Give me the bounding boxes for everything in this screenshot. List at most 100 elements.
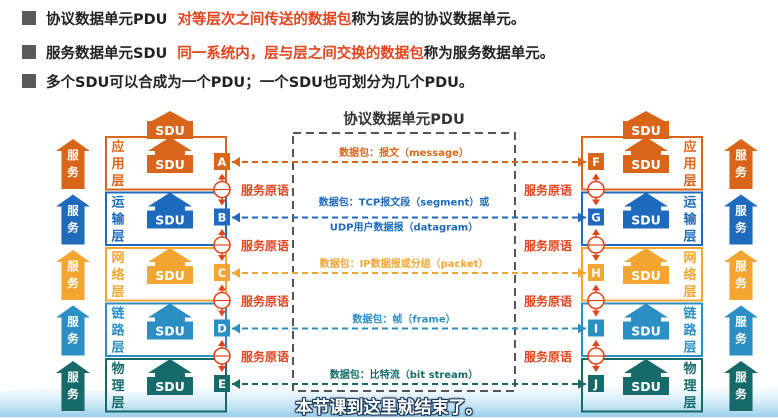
sdu-box-right bbox=[623, 155, 669, 173]
subtitle-caption: 本节课到这里就结束了。 bbox=[295, 398, 483, 418]
service-word-left: 务 bbox=[67, 276, 79, 290]
sdu-box-right bbox=[623, 377, 669, 395]
sdu-label-right: SDU bbox=[631, 268, 661, 283]
sap-point-label-left: E bbox=[218, 377, 226, 391]
layer-name-left: 链 bbox=[110, 306, 125, 322]
layer-name-left: 层 bbox=[111, 285, 124, 300]
sdu-box-left bbox=[147, 155, 193, 173]
layer-name-left: 层 bbox=[111, 230, 124, 245]
layer-name-left: 运 bbox=[111, 196, 124, 211]
sdu-box-left bbox=[147, 266, 193, 284]
sap-point-left bbox=[214, 208, 230, 226]
service-primitive-marker-right bbox=[592, 284, 600, 291]
sap-point-label-left: B bbox=[218, 211, 227, 225]
layer-name-left: 层 bbox=[111, 174, 124, 189]
sdu-box-left bbox=[147, 321, 193, 340]
layer-name-right: 运 bbox=[683, 196, 696, 211]
layer-name-left: 层 bbox=[111, 396, 124, 411]
layer-name-right: 层 bbox=[683, 230, 696, 245]
service-arrow-left bbox=[56, 361, 90, 411]
sap-point-right bbox=[588, 375, 604, 392]
pdu-dashed-box bbox=[292, 132, 516, 392]
service-word-right: 服 bbox=[735, 315, 747, 329]
service-primitive-marker-right bbox=[592, 173, 600, 180]
service-primitive-marker-left bbox=[218, 310, 226, 317]
pdu-arrowhead-right bbox=[578, 157, 586, 167]
sdu-label-right: SDU bbox=[631, 324, 661, 339]
pdu-label: 数据包：帧（frame） bbox=[352, 313, 455, 326]
pdu-label: 数据包：比特流（bit stream） bbox=[330, 368, 478, 381]
service-primitive-label-left: 服务原语 bbox=[241, 238, 289, 253]
service-word-left: 务 bbox=[67, 165, 79, 179]
service-arrow-right bbox=[724, 194, 758, 245]
sap-point-left bbox=[214, 264, 230, 281]
service-arrow-right bbox=[724, 361, 758, 411]
sap-point-label-right: I bbox=[594, 322, 598, 336]
service-primitive-marker-right bbox=[592, 199, 600, 206]
service-word-left: 务 bbox=[67, 221, 79, 235]
sdu-box-right bbox=[623, 210, 669, 229]
top-sdu-label-left: SDU bbox=[155, 123, 185, 138]
service-primitive-label-right: 服务原语 bbox=[524, 238, 572, 253]
bullet-square-icon bbox=[22, 74, 36, 88]
pdu-arrowhead-left bbox=[232, 379, 240, 389]
layer-name-right: 路 bbox=[683, 323, 697, 339]
service-word-right: 务 bbox=[735, 221, 747, 235]
sdu-label-right: SDU bbox=[631, 157, 661, 172]
pdu-arrowhead-right bbox=[578, 323, 586, 334]
service-word-left: 务 bbox=[67, 332, 79, 346]
service-primitive-marker-left bbox=[218, 255, 226, 261]
service-primitive-label-right: 服务原语 bbox=[524, 349, 572, 364]
bullet-highlight: 对等层次之间传送的数据包 bbox=[177, 11, 352, 28]
service-word-right: 务 bbox=[735, 276, 747, 290]
pdu-arrowhead-left bbox=[232, 212, 240, 223]
sap-point-right bbox=[588, 208, 604, 226]
service-arrow-right bbox=[724, 305, 758, 356]
sap-point-left bbox=[214, 375, 230, 392]
bullet-term: 多个SDU可以合成为一个PDU；一个SDU也可划分为几个PDU。 bbox=[46, 74, 474, 91]
layer-name-right: 层 bbox=[683, 396, 696, 411]
service-primitive-marker-right bbox=[592, 366, 600, 372]
layer-name-left: 理 bbox=[111, 379, 124, 394]
sdu-box-right bbox=[623, 266, 669, 284]
sdu-label-left: SDU bbox=[155, 324, 185, 339]
service-primitive-label-left: 服务原语 bbox=[241, 349, 289, 364]
sap-point-label-right: F bbox=[592, 155, 600, 169]
sdu-label-left: SDU bbox=[155, 379, 185, 394]
layer-name-right: 物 bbox=[683, 361, 696, 377]
layer-name-right: 络 bbox=[683, 267, 696, 283]
sdu-box-left bbox=[147, 377, 193, 395]
bullet-pdu: 协议数据单元PDU 对等层次之间传送的数据包 称为该层的协议数据单元。 bbox=[22, 7, 525, 29]
bullet-square-icon bbox=[22, 45, 36, 59]
sap-point-label-right: H bbox=[591, 266, 601, 280]
layer-name-right: 链 bbox=[682, 306, 697, 322]
service-word-right: 务 bbox=[735, 332, 747, 346]
sap-point-right bbox=[588, 319, 604, 337]
service-arrow-left bbox=[56, 305, 90, 356]
layer-name-right: 理 bbox=[683, 379, 696, 394]
service-arrow-left bbox=[56, 194, 90, 245]
top-sdu-box-right bbox=[623, 121, 669, 139]
pdu-arrowhead-right bbox=[578, 379, 586, 389]
sap-point-left bbox=[214, 153, 230, 170]
service-primitive-marker-right bbox=[592, 229, 600, 235]
layer-name-right: 层 bbox=[683, 341, 696, 356]
service-word-right: 服 bbox=[735, 370, 747, 384]
service-word-left: 服 bbox=[67, 315, 79, 329]
pdu-label: 数据包：TCP报文段（segment）或 bbox=[319, 196, 489, 209]
sdu-label-right: SDU bbox=[631, 213, 661, 228]
bullet-highlight: 同一系统内，层与层之间交换的数据包 bbox=[177, 45, 424, 62]
service-primitive-label-left: 服务原语 bbox=[241, 183, 289, 198]
service-word-left: 务 bbox=[67, 387, 79, 401]
bullet-sdu: 服务数据单元SDU 同一系统内，层与层之间交换的数据包 称为服务数据单元。 bbox=[22, 41, 554, 63]
service-arrow-right bbox=[724, 250, 758, 300]
sdu-label-right: SDU bbox=[631, 379, 661, 394]
layer-name-right: 层 bbox=[683, 174, 696, 189]
bottom-wave-decoration bbox=[0, 382, 778, 417]
bullet-rest: 称为服务数据单元。 bbox=[423, 45, 555, 62]
top-sdu-box-left bbox=[147, 121, 193, 139]
sap-point-label-left: C bbox=[218, 266, 226, 280]
sap-point-left bbox=[214, 319, 230, 337]
layer-name-right: 用 bbox=[682, 157, 696, 172]
sap-point-label-left: A bbox=[218, 155, 227, 169]
